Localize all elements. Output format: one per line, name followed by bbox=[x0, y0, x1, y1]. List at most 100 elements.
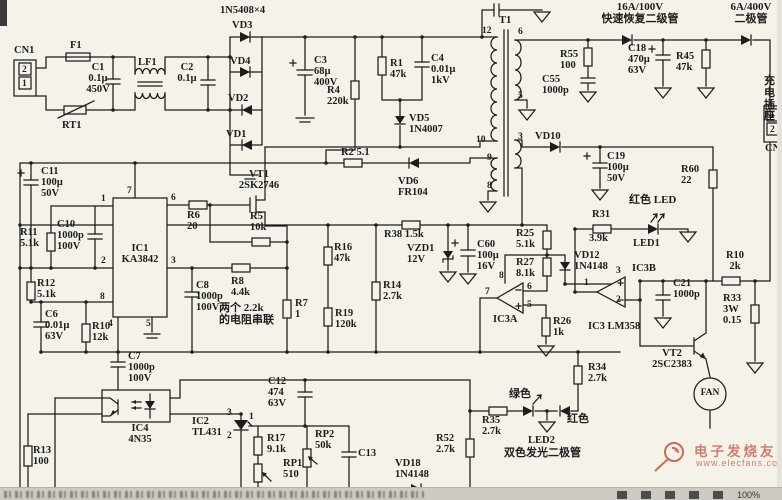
label-r19: R19 120k bbox=[335, 308, 357, 331]
label-r55: R55 100 bbox=[560, 49, 579, 72]
label-vt2: VT2 2SC2383 bbox=[652, 348, 692, 371]
label-vd12: VD12 1N4148 bbox=[574, 250, 608, 273]
label-r17: R17 9.1k bbox=[267, 433, 286, 456]
label-cn2: CN bbox=[765, 143, 781, 154]
ic3a-pin-6: 6 bbox=[527, 282, 532, 292]
label-r52: R52 2.7k bbox=[436, 433, 455, 456]
label-lf1: LF1 bbox=[138, 57, 157, 68]
label-r13: R13 100 bbox=[33, 445, 52, 468]
view-icon-4[interactable] bbox=[689, 491, 699, 499]
label-r5: R5 10k bbox=[250, 211, 267, 234]
ic1-pin-6: 6 bbox=[171, 193, 176, 203]
ic1-pin-7: 7 bbox=[127, 186, 132, 196]
label-r60: R60 22 bbox=[681, 164, 700, 187]
label-c13: C13 bbox=[358, 448, 377, 459]
statusbar: 100% bbox=[0, 487, 782, 500]
label-rt1: RT1 bbox=[62, 120, 82, 131]
fan-symbol bbox=[693, 377, 727, 411]
label-vd1: VD1 bbox=[226, 129, 247, 140]
label-c11: C11 100µ 50V bbox=[41, 166, 63, 200]
wires-ic1-area bbox=[19, 146, 288, 391]
label-c8: C8 1000p 100V bbox=[196, 280, 223, 314]
label-vd3: VD3 bbox=[232, 20, 253, 31]
component-bodies bbox=[13, 11, 782, 495]
t1-pin-5: 5 bbox=[518, 91, 523, 101]
label-r35: R35 2.7k bbox=[482, 415, 501, 438]
label-r31-value: 3.9k bbox=[589, 233, 608, 244]
label-c12: C12 474 63V bbox=[268, 376, 287, 410]
label-r34: R34 2.7k bbox=[588, 362, 607, 385]
label-r38: R38 1.5k bbox=[384, 229, 424, 240]
label-led2: LED2 bbox=[528, 435, 555, 446]
label-bridge: 1N5408×4 bbox=[220, 5, 266, 16]
label-r33: R33 3W 0.15 bbox=[723, 293, 742, 327]
ic3a-pin-7: 7 bbox=[485, 287, 490, 297]
label-c60: C60 100µ 16V bbox=[477, 239, 499, 273]
label-c7: C7 1000p 100V bbox=[128, 351, 155, 385]
view-icon-1[interactable] bbox=[617, 491, 627, 499]
label-c19: C19 100µ 50V bbox=[607, 151, 629, 185]
ic3a-pin-8: 8 bbox=[499, 271, 504, 281]
view-icon-5[interactable] bbox=[713, 491, 723, 499]
label-r27: R27 8.1k bbox=[516, 257, 535, 280]
corner-notch bbox=[0, 0, 7, 26]
label-red-led-note: 红色 LED bbox=[629, 194, 677, 206]
label-c2: C2 0.1µ bbox=[177, 62, 197, 85]
label-rp2: RP2 50k bbox=[315, 429, 335, 452]
ic2-pin-1: 1 bbox=[249, 412, 254, 422]
label-r31-name: R31 bbox=[592, 209, 611, 220]
label-green-note: 绿色 bbox=[509, 388, 531, 400]
cn1-connector bbox=[13, 59, 37, 97]
ic1-pin-3: 3 bbox=[171, 256, 176, 266]
label-red-note: 红色 bbox=[567, 413, 589, 425]
label-r1: R1 47k bbox=[390, 58, 407, 81]
label-ic1: IC1 KA3842 bbox=[121, 243, 159, 266]
label-t1: T1 bbox=[499, 15, 512, 26]
label-ic3b: IC3B bbox=[632, 263, 656, 274]
ic4-optocoupler bbox=[101, 389, 171, 423]
label-r4: R4 220k bbox=[327, 85, 349, 108]
label-r10a: R10 12k bbox=[92, 321, 111, 344]
label-r10b: R10 2k bbox=[725, 250, 745, 273]
label-vd18: VD18 1N4148 bbox=[395, 458, 429, 481]
label-c21: C21 1000p bbox=[673, 278, 700, 301]
label-ic3a: IC3A bbox=[493, 314, 518, 325]
ic1-box bbox=[112, 197, 168, 318]
label-r45: R45 47k bbox=[676, 51, 695, 74]
label-c18: C18 470µ 63V bbox=[628, 43, 650, 77]
watermark-site: www.elecfans.com bbox=[696, 458, 782, 468]
page-edge-strip bbox=[777, 0, 782, 500]
view-icon-2[interactable] bbox=[641, 491, 651, 499]
view-icon-3[interactable] bbox=[665, 491, 675, 499]
ic2-pin-2: 2 bbox=[227, 431, 232, 441]
t1-pin-3: 3 bbox=[518, 132, 523, 142]
label-vd5: VD5 1N4007 bbox=[409, 113, 443, 136]
label-vd10: VD10 bbox=[535, 131, 561, 142]
wires-secondary bbox=[487, 29, 771, 282]
cn2-pin-2: 2 bbox=[770, 125, 775, 135]
ic1-pin-8: 8 bbox=[100, 292, 105, 302]
label-vd2: VD2 bbox=[228, 93, 249, 104]
ic3a-pin-5: 5 bbox=[527, 300, 532, 310]
watermark-brand: 电子发烧友 bbox=[694, 444, 777, 459]
label-fast-recovery-note: 16A/100V 快速恢复二级管 bbox=[601, 1, 679, 25]
label-f1: F1 bbox=[70, 40, 82, 51]
label-r26: R26 1k bbox=[553, 316, 572, 339]
label-cn1: CN1 bbox=[14, 45, 35, 56]
label-r12: R12 5.1k bbox=[37, 278, 56, 301]
ic1-pin-2: 2 bbox=[101, 256, 106, 266]
ic2-pin-3: 3 bbox=[227, 408, 232, 418]
wires-primary-hv bbox=[19, 3, 543, 490]
label-vt1: VT1 2SK2746 bbox=[238, 169, 280, 192]
label-r14: R14 2.7k bbox=[383, 280, 402, 303]
ic1-pin-4: 4 bbox=[108, 319, 113, 329]
t1-pin-10: 10 bbox=[476, 135, 486, 145]
label-c4: C4 0.01µ 1kV bbox=[431, 53, 456, 87]
ic3b-pin-1: 1 bbox=[584, 278, 589, 288]
label-6a-diode-note: 6A/400V 二极管 bbox=[730, 1, 772, 25]
bridge-diodes bbox=[240, 31, 252, 151]
ic1-pin-1: 1 bbox=[101, 194, 106, 204]
label-led1: LED1 bbox=[633, 238, 660, 249]
label-ic3: IC3 LM358 bbox=[588, 321, 641, 332]
label-ic4: IC4 4N35 bbox=[128, 423, 152, 446]
